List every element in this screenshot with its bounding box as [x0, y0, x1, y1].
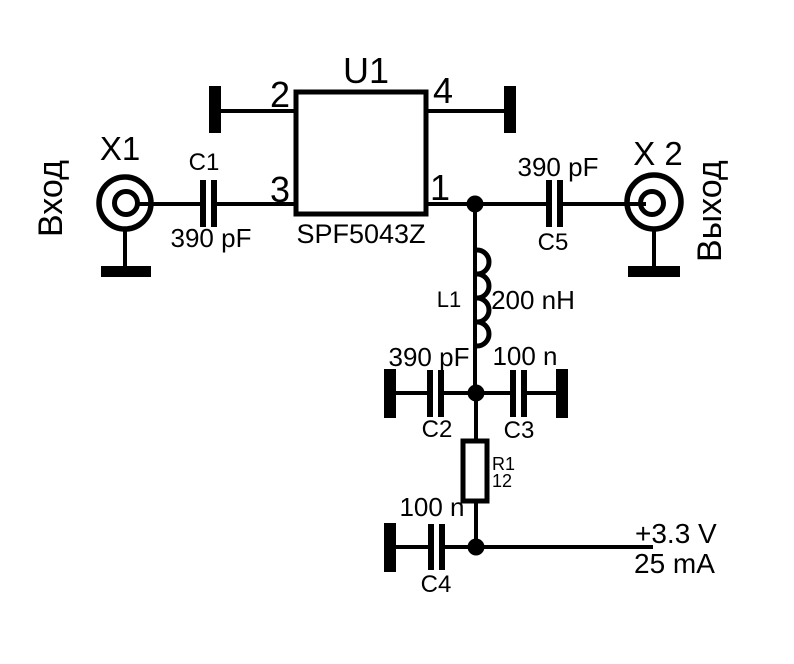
- r1-value-label: 12: [492, 471, 512, 491]
- c2-ref-label: C2: [422, 416, 453, 443]
- c5-ref-label: C5: [538, 229, 569, 256]
- x2-ref-label: X 2: [633, 135, 683, 172]
- c4-value-label: 100 n: [399, 492, 464, 522]
- supply-current-label: 25 mA: [634, 548, 715, 579]
- r1-ref-label: R1: [492, 454, 515, 474]
- u1-part-label: SPF5043Z: [296, 219, 425, 249]
- u1-ic-body: [293, 89, 429, 217]
- input-label: Вход: [32, 160, 70, 237]
- junction-dot-c2c3: [467, 384, 485, 402]
- junction-dot-pin1: [466, 195, 484, 213]
- u1-pin3-number: 3: [270, 169, 290, 210]
- x1-connector-inner: [112, 189, 140, 217]
- l1-ref-label: L1: [437, 287, 461, 312]
- u1-ref-label: U1: [343, 50, 389, 91]
- ground-bar-pin4: [504, 86, 516, 133]
- ground-bar-c2: [384, 369, 396, 418]
- l1-inductor-coil: [476, 247, 492, 349]
- x2-connector-inner: [638, 189, 666, 217]
- ground-bar-c4: [384, 523, 396, 572]
- u1-pin2-number: 2: [270, 74, 290, 115]
- c2-value-label: 390 pF: [389, 342, 470, 372]
- u1-pin4-number: 4: [433, 70, 453, 111]
- ground-bar-x1: [101, 266, 151, 277]
- c5-value-label: 390 pF: [518, 152, 599, 182]
- c3-value-label: 100 n: [492, 341, 557, 371]
- c3-ref-label: C3: [504, 417, 535, 444]
- u1-pin1-number: 1: [430, 167, 450, 208]
- l1-value-label: 200 nH: [491, 285, 575, 315]
- ground-bar-x2: [628, 266, 680, 277]
- x1-ref-label: X1: [100, 130, 140, 167]
- c1-value-label: 390 pF: [171, 223, 252, 253]
- c1-ref-label: C1: [189, 149, 220, 176]
- x1-connector-outer: [96, 174, 154, 232]
- r1-resistor-body: [460, 438, 490, 504]
- junction-dot-supply: [467, 538, 485, 556]
- c4-ref-label: C4: [421, 571, 452, 598]
- output-label: Выход: [691, 160, 729, 262]
- supply-voltage-label: +3.3 V: [635, 518, 717, 549]
- x2-connector-outer: [624, 172, 684, 232]
- ground-bar-c3: [556, 369, 568, 418]
- ground-bar-pin2: [209, 86, 221, 133]
